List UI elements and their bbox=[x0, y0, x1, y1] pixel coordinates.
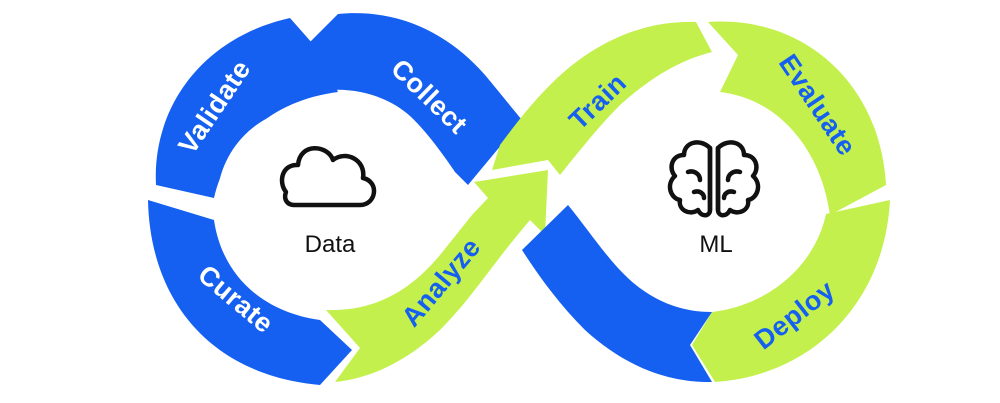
segment-analyze bbox=[326, 170, 548, 382]
segment-validate bbox=[155, 18, 338, 198]
segment-evaluate bbox=[708, 21, 886, 216]
segment-train bbox=[492, 21, 712, 175]
brain-icon bbox=[667, 140, 761, 218]
right-hub-label: ML bbox=[699, 231, 732, 258]
segment-deploy bbox=[692, 200, 890, 382]
left-hub bbox=[217, 107, 407, 297]
segment-collect bbox=[300, 13, 522, 185]
left-hub-label: Data bbox=[305, 231, 356, 258]
cloud-icon bbox=[279, 146, 377, 208]
segment-curate bbox=[148, 200, 352, 385]
segment-blue-sweep bbox=[522, 205, 712, 383]
